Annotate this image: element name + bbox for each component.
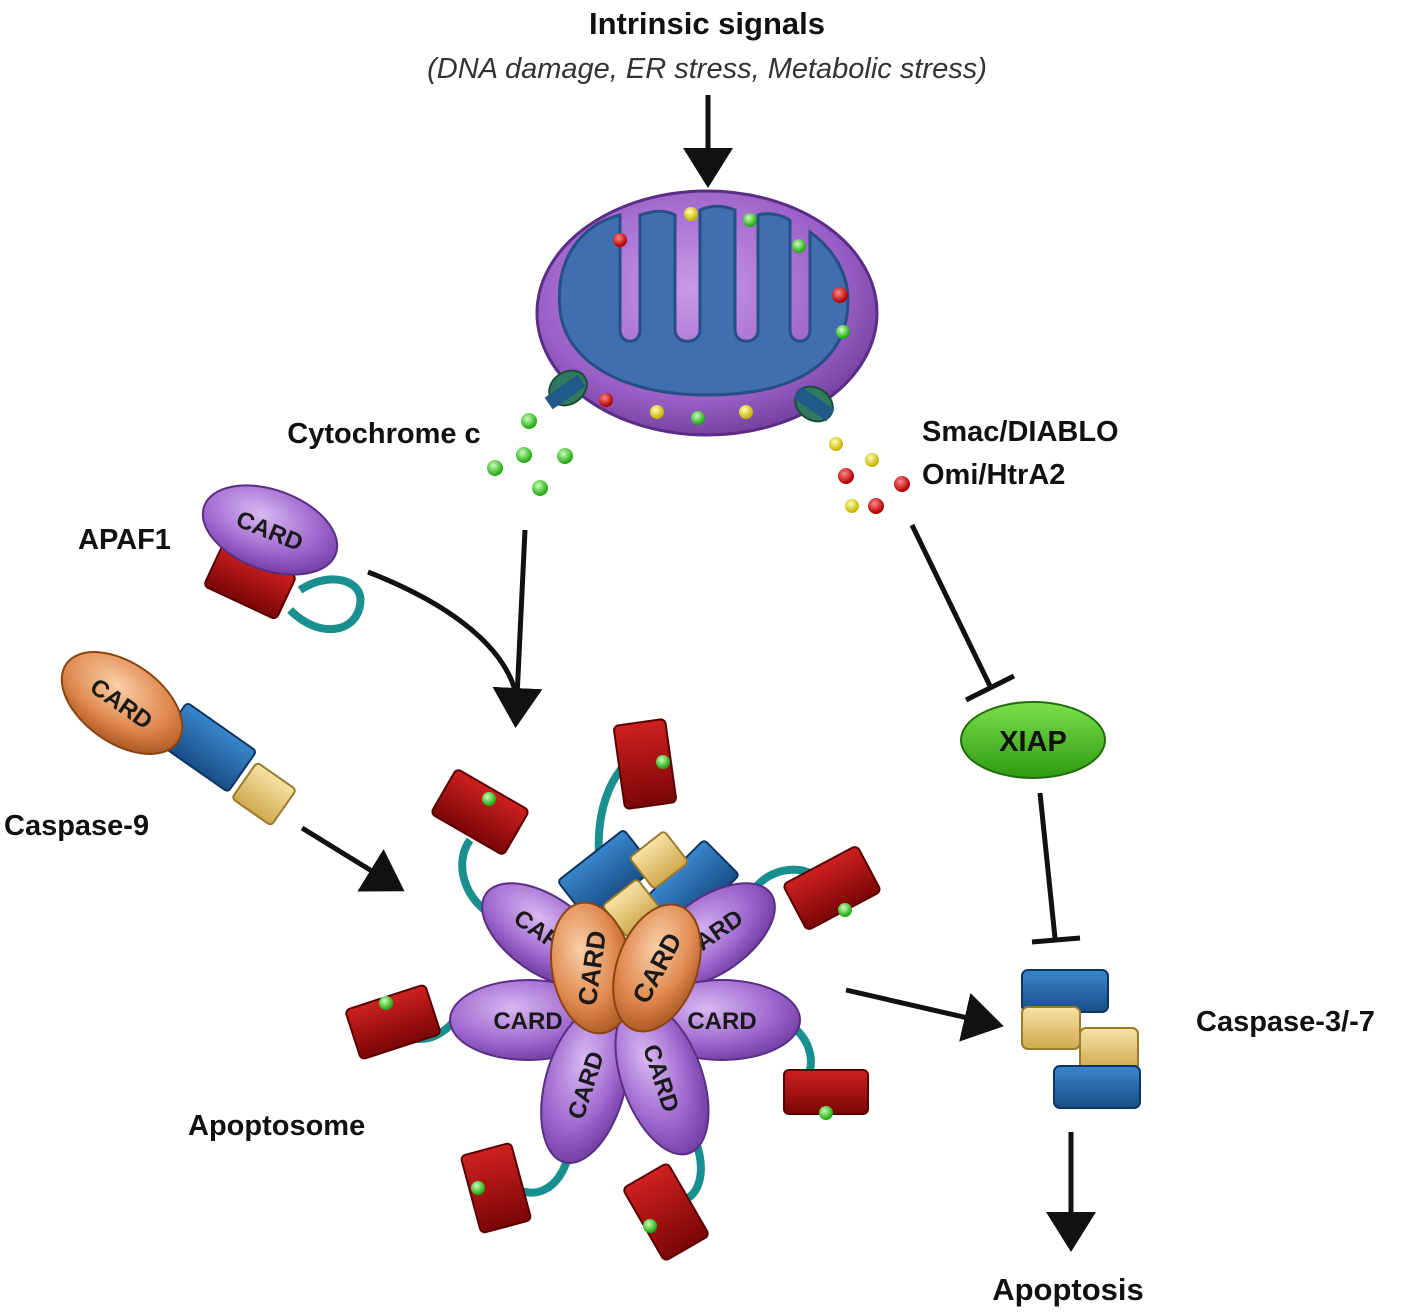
xiap-molecule: XIAP xyxy=(960,701,1106,779)
caspase-37-molecule xyxy=(1021,969,1141,1109)
apaf1-linker xyxy=(287,575,365,634)
caspase-9-card-domain xyxy=(60,651,184,755)
label-omi-htra2: Omi/HtrA2 xyxy=(922,459,1065,491)
label-smac-diablo: Smac/DIABLO xyxy=(922,416,1119,448)
subtitle-stress-types: (DNA damage, ER stress, Metabolic stress… xyxy=(427,53,987,85)
mitochondrion-dots xyxy=(599,207,850,425)
arrow-apoptosome-to-caspase37 xyxy=(845,987,1004,1042)
membrane-channel-left xyxy=(544,369,588,410)
smac-omi-dots xyxy=(829,437,910,514)
petal-card-label: CARD xyxy=(493,1008,562,1035)
label-caspase-3-7: Caspase-3/-7 xyxy=(1196,1006,1375,1038)
apaf1-molecule: CARD xyxy=(201,484,365,634)
label-caspase-9: Caspase-9 xyxy=(4,810,149,842)
arrow-caspase9-to-apoptosome xyxy=(300,825,405,892)
caspase-9-molecule: CARD xyxy=(60,651,296,826)
label-apoptosome: Apoptosome xyxy=(188,1110,365,1142)
label-apaf1: APAF1 xyxy=(78,524,171,556)
apoptosome: CARD CARD CARD CARD CARD CARD CARD CARD xyxy=(345,718,881,1261)
label-apoptosis: Apoptosis xyxy=(992,1272,1144,1307)
inhibition-xiap-to-caspase37 xyxy=(1031,792,1081,945)
apoptosome-green-dots xyxy=(379,755,852,1233)
title-intrinsic-signals: Intrinsic signals xyxy=(589,6,825,41)
apoptosome-card-petals: CARD CARD CARD CARD CARD CARD xyxy=(449,882,801,1164)
mitochondrion-cristae xyxy=(557,204,850,397)
apoptosome-red-domains xyxy=(345,718,881,1261)
petal-card-label: CARD xyxy=(687,1008,756,1035)
apoptosome-center-cards: CARD CARD xyxy=(549,901,702,1035)
arrow-cytochrome-to-apoptosome xyxy=(492,529,543,728)
label-cytochrome-c: Cytochrome c xyxy=(287,418,480,450)
caspase-9-yellow-domain xyxy=(232,762,296,826)
mitochondrion xyxy=(535,189,879,437)
membrane-channel-right xyxy=(793,385,835,423)
label-xiap: XIAP xyxy=(999,726,1067,758)
apaf1-card-domain xyxy=(201,484,339,576)
cytochrome-c-dots xyxy=(487,413,573,496)
arrow-apaf1-curve xyxy=(367,569,518,691)
inhibition-smac-to-xiap xyxy=(909,523,1016,703)
